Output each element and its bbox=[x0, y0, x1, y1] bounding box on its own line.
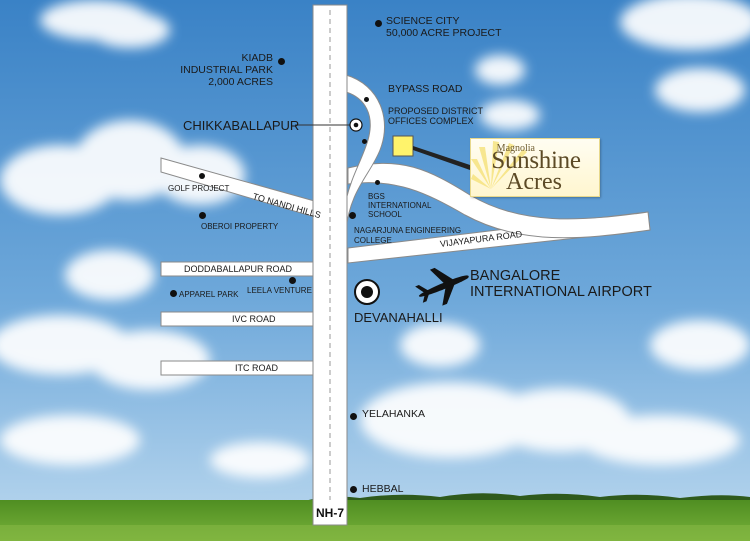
district-line-2: OFFICES COMPLEX bbox=[388, 116, 474, 126]
bypass-road-dot bbox=[364, 97, 369, 102]
bgs-line-2: INTERNATIONAL bbox=[368, 201, 432, 210]
project-square-icon bbox=[392, 135, 414, 157]
clouds bbox=[0, 0, 750, 478]
golf-dot bbox=[199, 173, 205, 179]
apparel-dot bbox=[170, 290, 177, 297]
hebbal-label: HEBBAL bbox=[362, 483, 404, 495]
kiadb-line-1: KIADB bbox=[241, 52, 273, 64]
nagarjuna-line-1: NAGARJUNA ENGINEERING bbox=[354, 226, 462, 235]
oberoi-property-label: OBEROI PROPERTY bbox=[201, 222, 279, 231]
devanahalli-circle-icon bbox=[354, 279, 380, 305]
oberoi-dot bbox=[199, 212, 206, 219]
devanahalli-label: DEVANAHALLI bbox=[354, 310, 443, 325]
bgs-line-3: SCHOOL bbox=[368, 210, 402, 219]
golf-project-label: GOLF PROJECT bbox=[168, 184, 230, 193]
town-circle-icon bbox=[349, 118, 363, 132]
science-city-label: SCIENCE CITY 50,000 ACRE PROJECT bbox=[386, 15, 502, 39]
airport-label: BANGALORE INTERNATIONAL AIRPORT bbox=[470, 268, 652, 300]
leela-dot bbox=[289, 277, 296, 284]
project-name-line-2: Acres bbox=[506, 169, 562, 195]
nagarjuna-label: NAGARJUNA ENGINEERING COLLEGE bbox=[354, 226, 461, 246]
itc-road-label: ITC ROAD bbox=[235, 363, 279, 373]
hebbal-dot bbox=[350, 486, 357, 493]
kiadb-dot bbox=[278, 58, 285, 65]
leela-venture-label: LEELA VENTURE bbox=[247, 286, 312, 295]
roads bbox=[160, 74, 651, 376]
district-offices-label: PROPOSED DISTRICT OFFICES COMPLEX bbox=[388, 106, 483, 126]
project-name-line-1: Sunshine bbox=[491, 147, 581, 174]
airport-road bbox=[347, 162, 651, 239]
science-city-dot bbox=[375, 20, 382, 27]
ivc-road-label: IVC ROAD bbox=[232, 314, 276, 324]
district-offices-dot bbox=[362, 139, 367, 144]
district-line-1: PROPOSED DISTRICT bbox=[388, 106, 484, 116]
project-brand: Magnolia bbox=[496, 143, 535, 154]
bypass-road-label: BYPASS ROAD bbox=[388, 83, 463, 95]
sun-rays-icon bbox=[471, 141, 527, 189]
bgs-line-1: BGS bbox=[368, 192, 385, 201]
science-city-line-1: SCIENCE CITY bbox=[386, 15, 460, 27]
yelahanka-label: YELAHANKA bbox=[362, 408, 426, 420]
nagarjuna-dot bbox=[349, 212, 356, 219]
doddaballapur-road-label: DODDABALLAPUR ROAD bbox=[184, 264, 293, 274]
science-city-line-2: 50,000 ACRE PROJECT bbox=[386, 27, 502, 39]
project-logo: Magnolia Sunshine Acres bbox=[470, 138, 600, 197]
airport-line-1: BANGALORE bbox=[470, 268, 561, 284]
kiadb-label: KIADB INDUSTRIAL PARK 2,000 ACRES bbox=[180, 52, 273, 88]
project-leader bbox=[413, 146, 470, 170]
kiadb-line-2: INDUSTRIAL PARK bbox=[180, 64, 273, 76]
yelahanka-dot bbox=[350, 413, 357, 420]
nh7-label: NH-7 bbox=[315, 506, 344, 520]
bgs-dot bbox=[375, 180, 380, 185]
chikkaballapur-label: CHIKKABALLAPUR bbox=[183, 118, 300, 133]
airport-line-2: INTERNATIONAL AIRPORT bbox=[470, 284, 652, 300]
nagarjuna-line-2: COLLEGE bbox=[354, 236, 392, 245]
kiadb-line-3: 2,000 ACRES bbox=[208, 76, 273, 88]
apparel-park-label: APPAREL PARK bbox=[179, 290, 239, 299]
airplane-icon bbox=[415, 267, 469, 306]
nh7-highway bbox=[312, 4, 348, 526]
bgs-school-label: BGS INTERNATIONAL SCHOOL bbox=[368, 192, 431, 219]
